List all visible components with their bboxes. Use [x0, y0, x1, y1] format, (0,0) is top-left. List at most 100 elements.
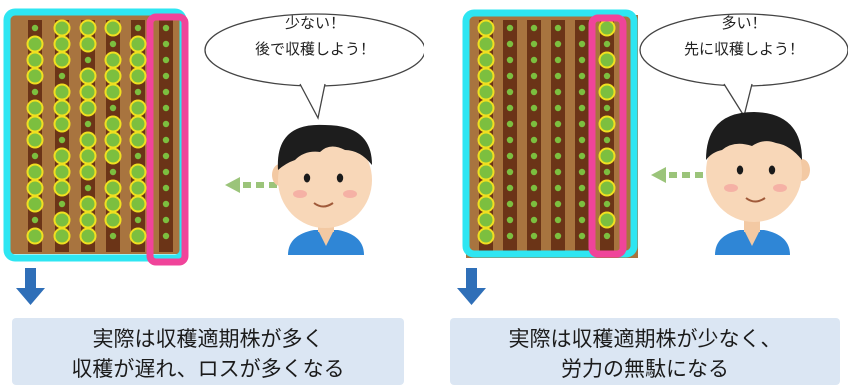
crop-row: [575, 20, 589, 252]
young-plant: [578, 56, 586, 64]
ripe-plant: [26, 115, 44, 133]
young-plant: [530, 216, 538, 224]
result-caption: 実際は収穫適期株が多く 収穫が遅れ、ロスが多くなる: [12, 318, 404, 385]
ripe-plant: [53, 83, 71, 101]
young-plant: [603, 136, 611, 144]
ripe-plant: [26, 179, 44, 197]
young-plant: [31, 216, 39, 224]
young-plant: [162, 136, 170, 144]
ripe-plant: [477, 51, 495, 69]
ripe-plant: [598, 83, 616, 101]
young-plant: [506, 104, 514, 112]
ripe-plant: [53, 163, 71, 181]
young-plant: [506, 152, 514, 160]
young-plant: [530, 152, 538, 160]
down-arrow: [16, 268, 45, 305]
young-plant: [162, 200, 170, 208]
young-plant: [530, 168, 538, 176]
young-plant: [84, 56, 92, 64]
right-illustration: [457, 9, 848, 305]
ripe-plant: [79, 99, 97, 117]
young-plant: [162, 152, 170, 160]
young-plant: [58, 200, 66, 208]
crop-row: [159, 20, 173, 252]
young-plant: [554, 136, 562, 144]
ripe-plant: [598, 51, 616, 69]
speech-text: 少ない！ 後で収穫しよう！: [225, 10, 405, 62]
young-plant: [134, 24, 142, 32]
speech-text: 多い！ 先に収穫しよう！: [649, 10, 839, 62]
young-plant: [506, 40, 514, 48]
young-plant: [530, 24, 538, 32]
young-plant: [578, 104, 586, 112]
ripe-plant: [129, 227, 147, 245]
ripe-plant: [53, 227, 71, 245]
ripe-plant: [477, 35, 495, 53]
speech-line-2: 先に収穫しよう！: [683, 40, 804, 58]
ripe-plant: [477, 227, 495, 245]
young-plant: [162, 56, 170, 64]
young-plant: [603, 200, 611, 208]
ripe-plant: [79, 19, 97, 37]
ripe-plant: [26, 227, 44, 245]
ripe-plant: [26, 99, 44, 117]
young-plant: [506, 120, 514, 128]
ripe-plant: [26, 67, 44, 85]
speech-line-1: 多い！: [721, 14, 767, 32]
ripe-plant: [104, 211, 122, 229]
young-plant: [506, 184, 514, 192]
ripe-plant: [79, 131, 97, 149]
ripe-plant: [104, 83, 122, 101]
ripe-plant: [104, 131, 122, 149]
speech-line-1: 少ない！: [284, 14, 345, 32]
young-plant: [578, 168, 586, 176]
young-plant: [530, 40, 538, 48]
young-plant: [530, 56, 538, 64]
ripe-plant: [79, 67, 97, 85]
young-plant: [162, 216, 170, 224]
ripe-plant: [26, 51, 44, 69]
young-plant: [554, 104, 562, 112]
ripe-plant: [477, 163, 495, 181]
young-plant: [506, 56, 514, 64]
speech-bubble-tail: [723, 83, 753, 118]
ripe-plant: [129, 115, 147, 133]
young-plant: [58, 72, 66, 80]
ripe-plant: [477, 131, 495, 149]
young-plant: [603, 40, 611, 48]
result-caption: 実際は収穫適期株が少なく、 労力の無駄になる: [450, 318, 840, 385]
field-outline: [462, 9, 638, 258]
ripe-plant: [79, 83, 97, 101]
young-plant: [603, 72, 611, 80]
crop-rows: [26, 19, 173, 252]
crop-rows: [477, 19, 616, 252]
young-plant: [134, 216, 142, 224]
ripe-plant: [104, 147, 122, 165]
young-plant: [603, 104, 611, 112]
ripe-plant: [104, 179, 122, 197]
ripe-plant: [129, 35, 147, 53]
young-plant: [554, 88, 562, 96]
ripe-plant: [104, 195, 122, 213]
young-plant: [578, 88, 586, 96]
young-plant: [162, 168, 170, 176]
young-plant: [578, 24, 586, 32]
young-plant: [530, 120, 538, 128]
young-plant: [84, 184, 92, 192]
ripe-plant: [79, 227, 97, 245]
farmer-person: [706, 112, 810, 255]
ripe-plant: [598, 19, 616, 37]
ripe-plant: [129, 99, 147, 117]
ripe-plant: [26, 195, 44, 213]
young-plant: [530, 88, 538, 96]
young-plant: [84, 120, 92, 128]
young-plant: [162, 104, 170, 112]
ripe-plant: [129, 195, 147, 213]
young-plant: [109, 168, 117, 176]
young-plant: [506, 72, 514, 80]
young-plant: [554, 24, 562, 32]
ripe-plant: [53, 179, 71, 197]
ripe-plant: [79, 35, 97, 53]
ripe-plant: [477, 19, 495, 37]
ripe-plant: [26, 35, 44, 53]
